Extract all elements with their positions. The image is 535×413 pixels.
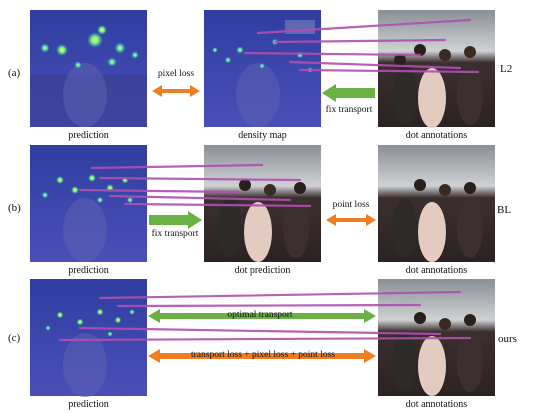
row-b-label: (b) (8, 202, 21, 214)
row-c-optimal-transport-label: optimal transport (227, 310, 293, 320)
row-c-method-label: ours (498, 333, 517, 345)
row-a-prediction-caption: prediction (68, 130, 109, 141)
row-b-transport-lines (78, 163, 312, 208)
row-b-dot-prediction-panel (204, 145, 321, 262)
row-a-density-map-panel (204, 10, 321, 127)
row-c-prediction-panel (30, 279, 147, 397)
row-b-prediction-caption: prediction (68, 265, 109, 276)
row-b-fix-transport-label: fix transport (151, 229, 199, 239)
row-a-transport-lines (243, 18, 480, 74)
row-a-pixel-loss-arrow (152, 85, 200, 97)
row-b (30, 145, 495, 262)
row-a-dot-annotations-caption: dot annotations (405, 130, 468, 141)
row-a-pixel-loss-label: pixel loss (157, 69, 195, 79)
row-b-method-label: BL (497, 204, 512, 216)
row-a-density-map-caption: density map (238, 130, 287, 141)
row-a-label: (a) (8, 67, 21, 79)
row-a-fix-transport-arrow (322, 84, 375, 102)
row-c-prediction-caption: prediction (68, 399, 109, 410)
row-c (30, 279, 495, 397)
row-c-dot-annotations-caption: dot annotations (405, 399, 468, 410)
row-b-dot-prediction-caption: dot prediction (234, 265, 291, 276)
row-c-optimal-transport-arrow (148, 309, 376, 323)
row-a-dot-annotations-panel (378, 10, 495, 128)
row-c-combined-loss-label: transport loss + pixel loss + point loss (191, 350, 335, 360)
row-a-fix-transport-label: fix transport (325, 105, 373, 115)
row-c-label: (c) (8, 332, 21, 344)
row-b-dot-annotations-caption: dot annotations (405, 265, 468, 276)
row-b-fix-transport-arrow (149, 211, 202, 229)
row-a-prediction-panel (30, 10, 147, 127)
row-a-method-label: L2 (500, 63, 513, 75)
row-b-point-loss-label: point loss (332, 200, 370, 210)
row-b-dot-annotations-panel (378, 145, 495, 262)
row-a (30, 10, 495, 128)
row-c-transport-lines (58, 290, 472, 342)
row-c-combined-loss-arrow (148, 349, 376, 363)
row-b-point-loss-arrow (326, 214, 376, 226)
